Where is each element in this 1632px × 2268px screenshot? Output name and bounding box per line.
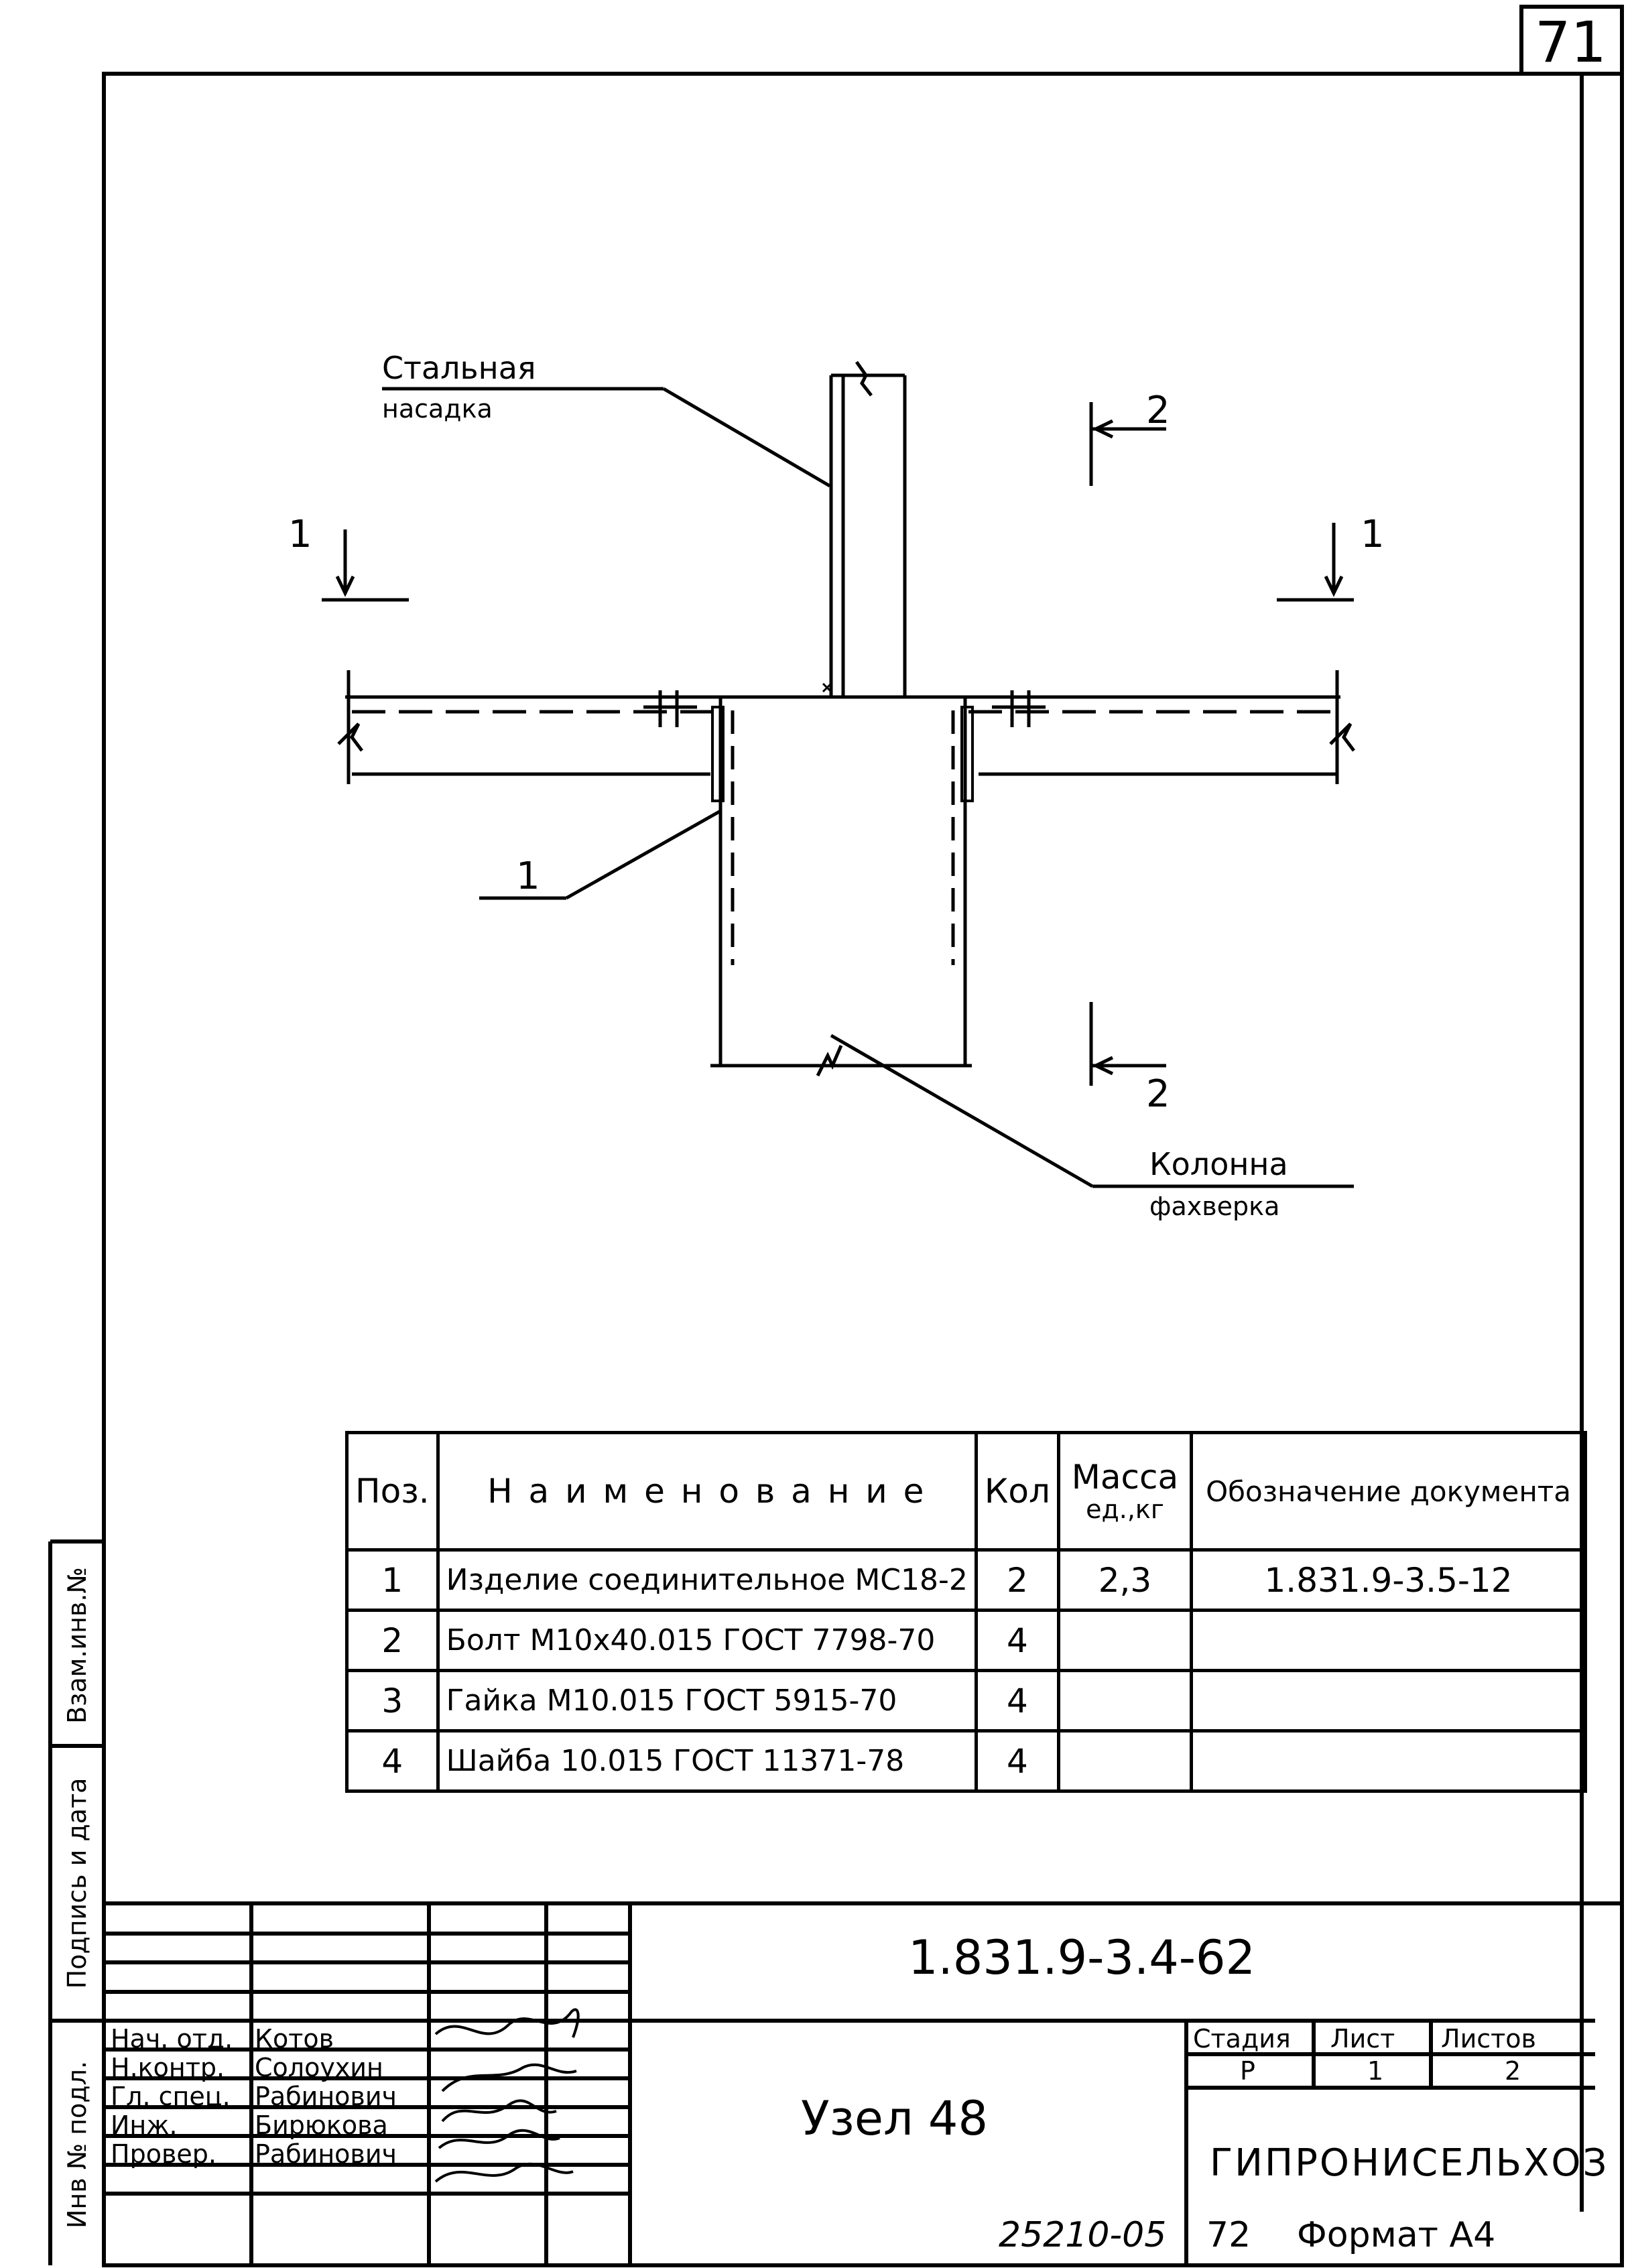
table-row: 1 Изделие соединительное МС18-2 2 2,3 1.… bbox=[345, 1548, 1587, 1612]
row-pos: 1 bbox=[345, 1548, 440, 1612]
sheets-header: Листов bbox=[1441, 2024, 1536, 2054]
row-pos: 4 bbox=[345, 1729, 440, 1793]
order-number: 25210-05 bbox=[999, 2215, 1167, 2255]
role-norm-control: Н.контр. bbox=[111, 2053, 225, 2082]
signature-4 bbox=[438, 2129, 560, 2149]
row-mass: 2,3 bbox=[1056, 1548, 1194, 1612]
table-row: 4 Шайба 10.015 ГОСТ 11371-78 4 bbox=[345, 1729, 1587, 1793]
section-2-top: 2 bbox=[1146, 389, 1170, 432]
row-doc bbox=[1190, 1669, 1587, 1732]
header-mass: Масса ед.,кг bbox=[1056, 1431, 1194, 1552]
row-doc bbox=[1190, 1729, 1587, 1793]
section-1-left: 1 bbox=[288, 513, 312, 556]
table-row: 3 Гайка М10.015 ГОСТ 5915-70 4 bbox=[345, 1669, 1587, 1732]
header-mass-line1: Масса bbox=[1071, 1457, 1179, 1497]
organization: ГИПРОНИСЕЛЬХОЗ bbox=[1210, 2141, 1609, 2185]
signatures bbox=[434, 2008, 580, 2183]
side-inv-no: Инв № подл. bbox=[62, 2060, 92, 2229]
side-sign-date: Подпись и дата bbox=[62, 1777, 92, 1989]
header-mass-line2: ед.,кг bbox=[1086, 1494, 1164, 1524]
name-checker: Рабинович bbox=[255, 2139, 397, 2169]
callout-1: 1 bbox=[516, 855, 540, 898]
label-steel-cap-line1: Стальная bbox=[382, 350, 536, 386]
row-doc: 1.831.9-3.5-12 bbox=[1190, 1548, 1587, 1612]
sheet-frame bbox=[102, 72, 1624, 2267]
sheet-header: Лист bbox=[1330, 2024, 1395, 2054]
side-replace-inv: Взам.инв.№ bbox=[62, 1567, 92, 1724]
doc-code: 1.831.9-3.4-62 bbox=[908, 1930, 1256, 1985]
section-1-right: 1 bbox=[1361, 513, 1385, 556]
row-pos: 3 bbox=[345, 1669, 440, 1732]
signature-2 bbox=[441, 2063, 577, 2092]
name-norm-control: Солоухин bbox=[255, 2053, 383, 2082]
title-block-grid bbox=[104, 1901, 1622, 2265]
section-2-bottom: 2 bbox=[1146, 1072, 1170, 1116]
header-qty: Кол bbox=[974, 1431, 1060, 1552]
header-pos: Поз. bbox=[345, 1431, 440, 1552]
name-engineer: Бирюкова bbox=[255, 2110, 388, 2140]
drawing-title: Узел 48 bbox=[801, 2091, 989, 2146]
row-mass bbox=[1056, 1609, 1194, 1672]
row-mass bbox=[1056, 1669, 1194, 1732]
role-head-dept: Нач. отд. bbox=[111, 2024, 233, 2054]
stage-value: Р bbox=[1240, 2056, 1255, 2086]
row-name: Изделие соединительное МС18-2 bbox=[436, 1548, 978, 1612]
table-row: 2 Болт М10х40.015 ГОСТ 7798-70 4 bbox=[345, 1609, 1587, 1672]
role-checker: Провер. bbox=[111, 2139, 216, 2169]
row-name: Болт М10х40.015 ГОСТ 7798-70 bbox=[436, 1609, 978, 1672]
page-number: 72 bbox=[1206, 2215, 1251, 2255]
row-qty: 4 bbox=[974, 1609, 1060, 1672]
header-name: Н а и м е н о в а н и е bbox=[436, 1431, 978, 1552]
spec-table: Поз. Н а и м е н о в а н и е Кол Масса е… bbox=[345, 1431, 1587, 1793]
role-chief-spec: Гл. спец. bbox=[111, 2082, 231, 2111]
row-qty: 4 bbox=[974, 1669, 1060, 1732]
name-chief-spec: Рабинович bbox=[255, 2082, 397, 2111]
sheet-number-box bbox=[1519, 5, 1624, 74]
row-mass bbox=[1056, 1729, 1194, 1793]
label-column-line2: фахверка bbox=[1149, 1192, 1280, 1221]
header-doc: Обозначение документа bbox=[1190, 1431, 1587, 1552]
format-label: Формат А4 bbox=[1297, 2215, 1496, 2255]
row-qty: 2 bbox=[974, 1548, 1060, 1612]
sheet-value: 1 bbox=[1367, 2056, 1384, 2086]
role-engineer: Инж. bbox=[111, 2110, 178, 2140]
row-doc bbox=[1190, 1609, 1587, 1672]
row-name: Шайба 10.015 ГОСТ 11371-78 bbox=[436, 1729, 978, 1793]
sheet-number: 71 bbox=[1535, 9, 1607, 75]
row-name: Гайка М10.015 ГОСТ 5915-70 bbox=[436, 1669, 978, 1732]
label-steel-cap-line2: насадка bbox=[382, 394, 493, 424]
signature-3 bbox=[441, 2099, 557, 2123]
row-pos: 2 bbox=[345, 1609, 440, 1672]
name-head-dept: Котов bbox=[255, 2024, 334, 2054]
sheets-value: 2 bbox=[1505, 2056, 1521, 2086]
spec-header-row: Поз. Н а и м е н о в а н и е Кол Масса е… bbox=[345, 1431, 1587, 1552]
node-drawing bbox=[322, 361, 1355, 1188]
label-column-line1: Колонна bbox=[1149, 1146, 1288, 1182]
signature-5 bbox=[434, 2162, 574, 2183]
stage-header: Стадия bbox=[1193, 2024, 1291, 2054]
signature-1 bbox=[434, 2008, 580, 2038]
row-qty: 4 bbox=[974, 1729, 1060, 1793]
